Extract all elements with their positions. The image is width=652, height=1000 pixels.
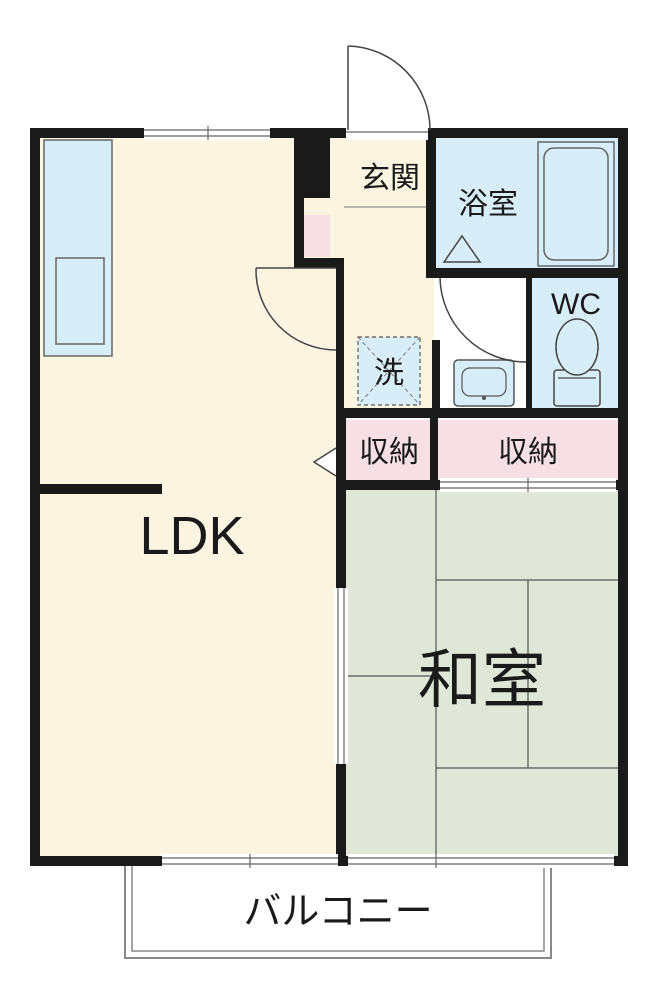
label-balcony: バルコニー: [243, 891, 432, 933]
windows: [144, 126, 616, 868]
label-bath: 浴室: [458, 188, 518, 221]
door-swings: [255, 45, 527, 477]
washitsu-floor: [344, 488, 620, 858]
kitchen-counter: [43, 139, 113, 357]
bathtub: [537, 141, 615, 267]
tatami-lines: [336, 490, 620, 856]
storage-small-floor: [344, 420, 434, 486]
label-washitsu: 和室: [418, 644, 546, 716]
entry-closet: [304, 215, 330, 257]
balcony: [124, 862, 552, 959]
washbasin: [453, 359, 515, 407]
toilet: [553, 318, 601, 407]
washer-space: [357, 336, 421, 406]
label-genkan: 玄関: [360, 162, 420, 195]
storage-large-floor: [436, 420, 620, 480]
label-storage-large: 収納: [498, 436, 558, 469]
label-wc: WC: [551, 288, 601, 321]
label-ldk: LDK: [139, 506, 244, 566]
label-washer: 洗: [374, 357, 404, 390]
label-storage-small: 収納: [359, 436, 419, 469]
